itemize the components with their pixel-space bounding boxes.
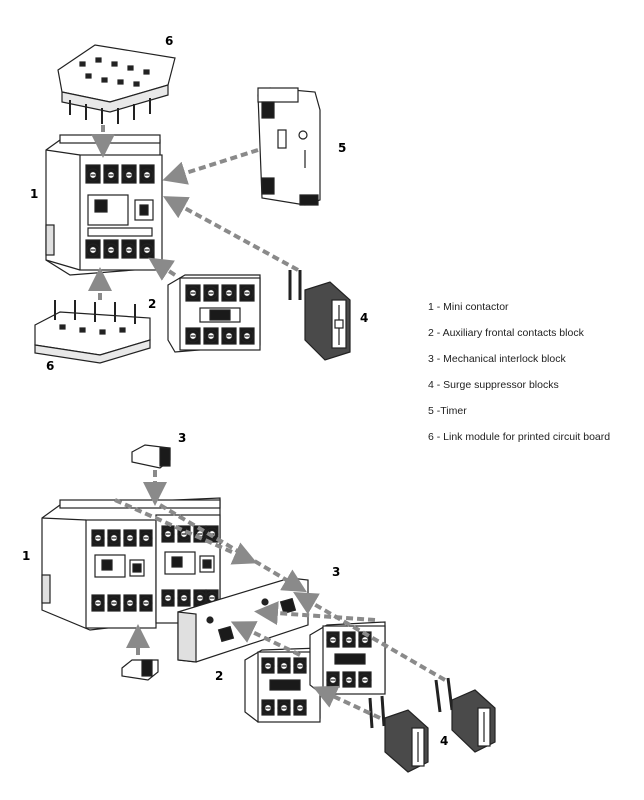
surge-suppressor-bottom-left <box>368 695 429 773</box>
legend-item-aux-contacts-block: 2 - Auxiliary frontal contacts block <box>428 327 584 339</box>
aux-contacts-block-bottom-right <box>309 621 386 696</box>
link-module-bottom <box>34 300 151 364</box>
legend-item-timer: 5 -Timer <box>428 405 467 417</box>
label-timer: 5 <box>338 141 346 155</box>
legend-item-surge-suppressor: 4 - Surge suppressor blocks <box>428 379 559 391</box>
assembly-arrows-top <box>88 125 299 300</box>
timer-block <box>257 87 321 206</box>
mechanical-interlock-block <box>177 577 309 663</box>
assembly-arrows-bottom <box>114 470 447 720</box>
parts-legend: 1 - Mini contactor 2 - Auxiliary frontal… <box>428 300 642 456</box>
label-contactor-top: 1 <box>30 187 38 201</box>
label-aux-block-top: 2 <box>148 297 156 311</box>
aux-contacts-block-bottom-left <box>244 647 321 723</box>
label-suppressor-bottom: 4 <box>440 734 448 748</box>
mini-contactor-top <box>45 134 163 276</box>
aux-contacts-block-top <box>167 274 261 353</box>
legend-item-link-module: 6 - Link module for printed circuit boar… <box>428 431 611 443</box>
legend-item-mechanical-interlock: 3 - Mechanical interlock block <box>428 353 566 365</box>
legend-item-mini-contactor: 1 - Mini contactor <box>428 301 509 313</box>
link-module-top <box>57 44 176 124</box>
interlock-small-bottom <box>121 659 159 681</box>
label-interlock-right: 3 <box>332 565 340 579</box>
interlock-small-top <box>131 444 171 469</box>
surge-suppressor-top <box>288 270 351 361</box>
label-interlock-top: 3 <box>178 431 186 445</box>
label-link-module-top: 6 <box>165 34 173 48</box>
label-link-module-bottom: 6 <box>46 359 54 373</box>
label-suppressor-top: 4 <box>360 311 368 325</box>
label-aux-block-bottom: 2 <box>215 669 223 683</box>
surge-suppressor-bottom-right <box>434 677 496 753</box>
label-contactor-bottom: 1 <box>22 549 30 563</box>
